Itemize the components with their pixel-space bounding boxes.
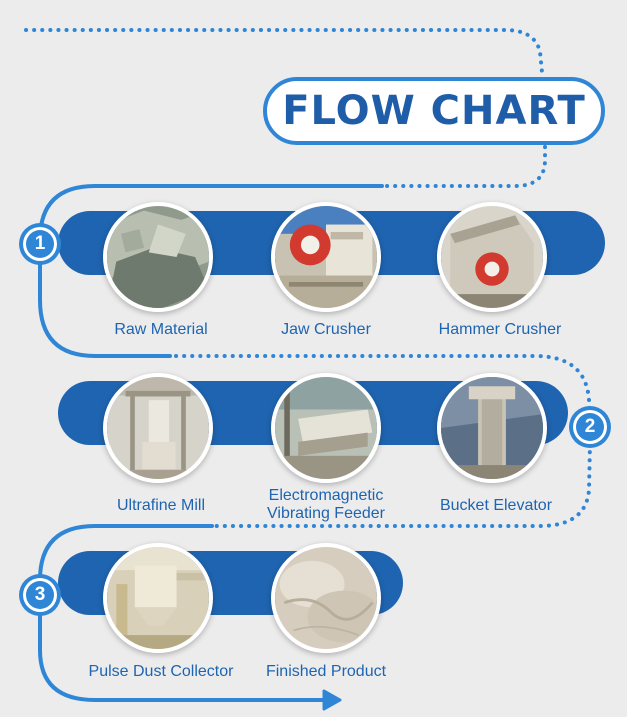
label-vibrating-feeder: Electromagnetic Vibrating Feeder [236, 487, 416, 523]
label-raw-material: Raw Material [71, 321, 251, 339]
label-pulse-dust-collector: Pulse Dust Collector [61, 663, 261, 681]
raw-material-rock-photo [103, 202, 213, 312]
bucket-elevator-photo [437, 373, 547, 483]
jaw-crusher-photo [271, 202, 381, 312]
page-title: FLOW CHART [282, 88, 586, 134]
flow-dotted-top [26, 30, 542, 72]
pulse-dust-collector-photo [103, 543, 213, 653]
title-box: FLOW CHART [263, 77, 605, 145]
step-badge-1: 1 [23, 227, 57, 261]
label-bucket-elevator: Bucket Elevator [406, 497, 586, 515]
arrow-head-icon [324, 691, 340, 709]
label-ultrafine-mill: Ultrafine Mill [71, 497, 251, 515]
finished-product-powder-photo [271, 543, 381, 653]
vibrating-feeder-photo [271, 373, 381, 483]
label-finished-product: Finished Product [236, 663, 416, 681]
step-badge-2: 2 [573, 410, 607, 444]
ultrafine-mill-photo [103, 373, 213, 483]
label-hammer-crusher: Hammer Crusher [408, 321, 592, 339]
label-jaw-crusher: Jaw Crusher [236, 321, 416, 339]
step-badge-3: 3 [23, 578, 57, 612]
flow-dotted-title-down [385, 147, 545, 186]
hammer-crusher-photo [437, 202, 547, 312]
